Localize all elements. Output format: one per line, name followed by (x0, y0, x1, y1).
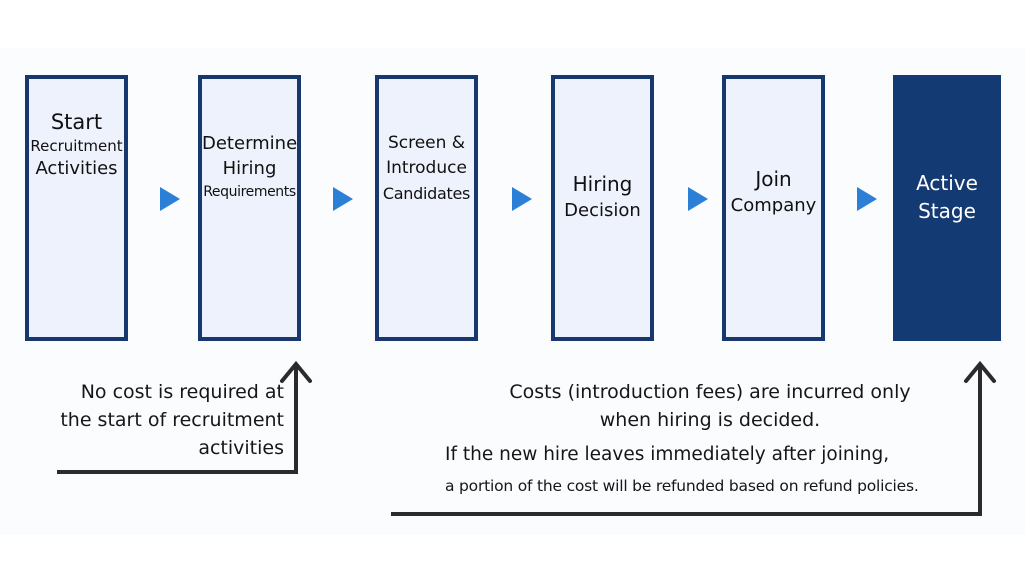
right-connector-arrowhead (964, 360, 996, 383)
step-screen-introduce: Screen & Introduce Candidates (375, 75, 478, 341)
step-label-line: Candidates (382, 183, 471, 203)
right-note-line: when hiring is decided. (599, 409, 821, 431)
step-label-line: Requirements (203, 184, 296, 200)
right-arrow-icon (512, 187, 532, 211)
right-arrow-icon (333, 187, 353, 211)
right-note-detail-1: If the new hire leaves immediately after… (445, 444, 890, 465)
step-label-line: Active (916, 171, 978, 195)
step-determine-requirements: Determine Hiring Requirements (198, 75, 301, 341)
step-label-line: Recruitment (30, 137, 123, 156)
step-label-line: Screen & (387, 133, 466, 153)
step-label-line: Start (50, 110, 103, 134)
left-connector-arrowhead (280, 360, 312, 383)
step-start-recruitment: Start Recruitment Activities (25, 75, 128, 341)
diagram-background (0, 48, 1025, 535)
left-note-line: activities (198, 437, 284, 459)
right-note-line: Costs (introduction fees) are incurred o… (509, 381, 911, 403)
right-arrow-icon (688, 187, 708, 211)
step-label-line: Join (755, 167, 792, 191)
step-hiring-decision: Hiring Decision (551, 75, 654, 341)
step-label-line: Introduce (386, 158, 467, 179)
right-arrow-icon (857, 187, 877, 211)
step-label-line: Determine (202, 133, 298, 154)
left-note: No cost is required at the start of recr… (30, 378, 284, 462)
left-note-line: No cost is required at (80, 381, 284, 403)
right-note-main: Costs (introduction fees) are incurred o… (470, 378, 950, 434)
step-label-line: Stage (918, 199, 976, 223)
right-connector-line (391, 366, 982, 516)
right-note-detail-2: a portion of the cost will be refunded b… (445, 477, 919, 495)
step-label-line: Decision (564, 200, 641, 221)
left-note-line: the start of recruitment (60, 409, 284, 431)
right-arrow-icon (160, 187, 180, 211)
left-connector-line (57, 366, 298, 474)
step-label-line: Activities (35, 158, 118, 179)
step-join-company: Join Company (722, 75, 825, 341)
step-label-line: Company (730, 195, 817, 216)
step-label-line: Hiring (572, 172, 633, 196)
step-active-stage: Active Stage (893, 75, 1001, 341)
step-label-line: Hiring (222, 157, 277, 179)
